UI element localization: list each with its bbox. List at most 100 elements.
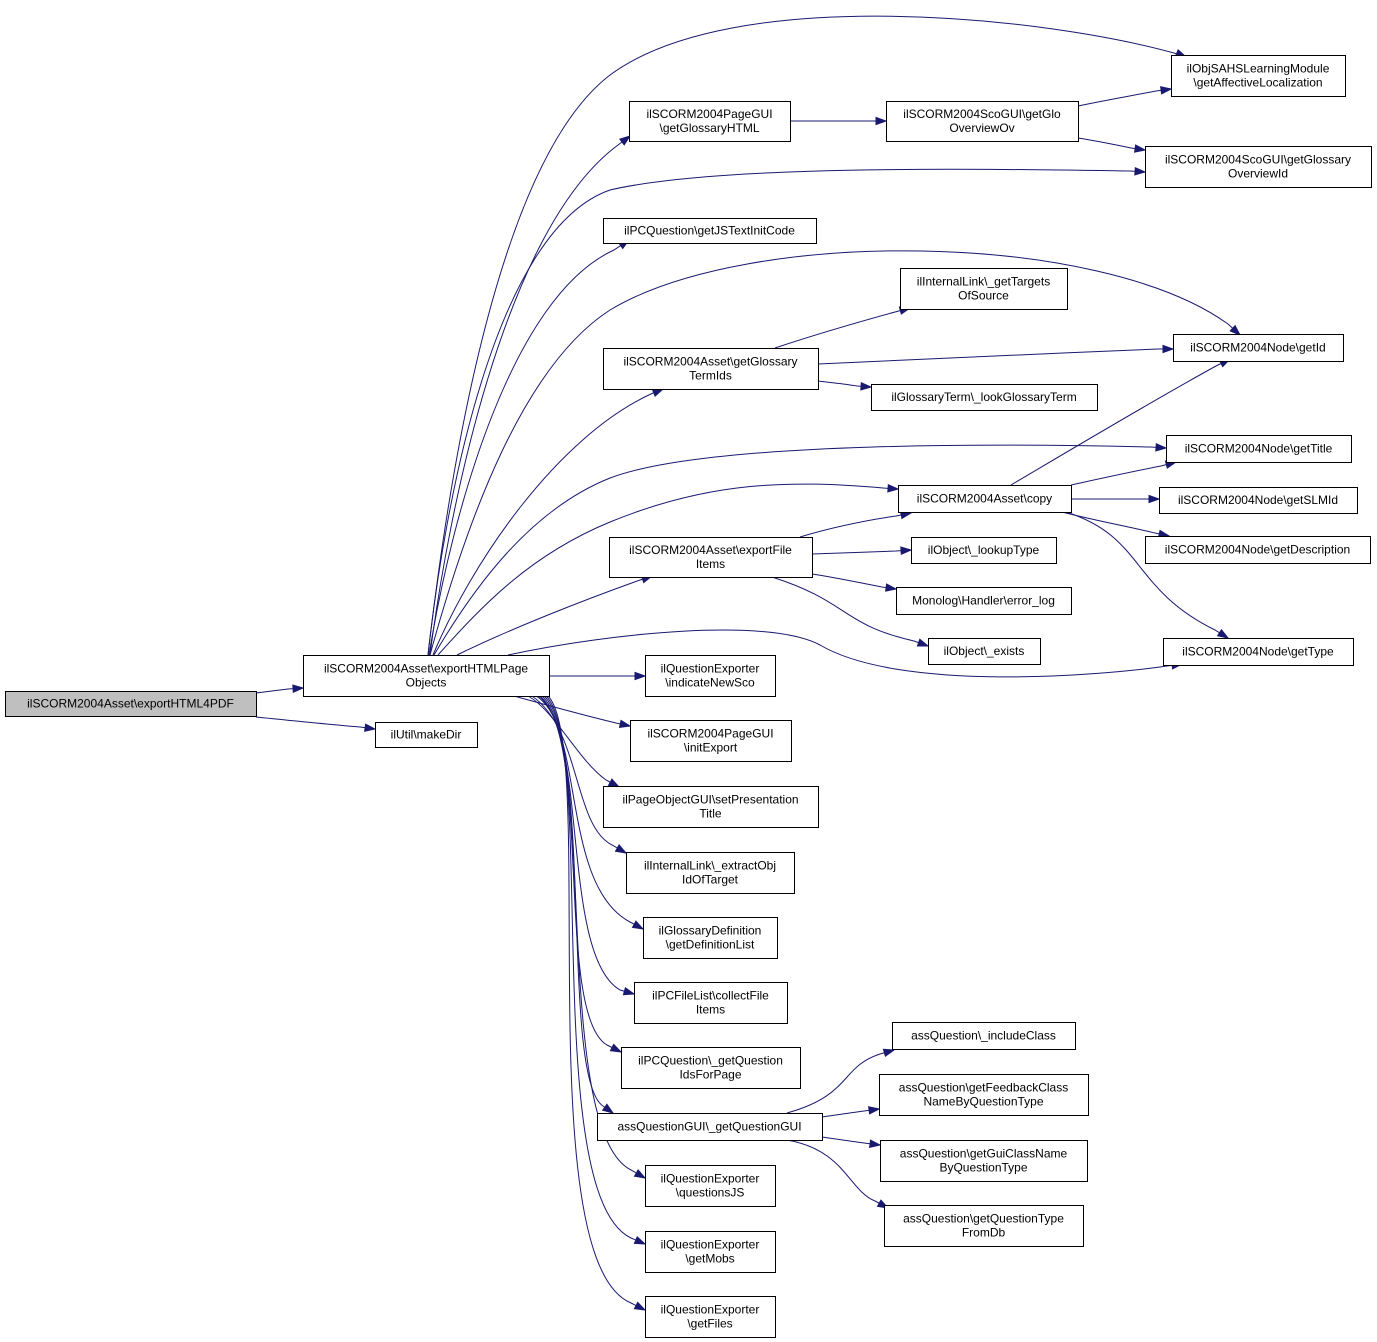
node-getSLMId[interactable]: ilSCORM2004Node\getSLMId bbox=[1159, 487, 1358, 514]
node-box bbox=[1173, 334, 1344, 362]
node-box bbox=[896, 587, 1072, 615]
node-label: ilSCORM2004Asset\exportHTML4PDF bbox=[27, 697, 234, 711]
node-lookGlossaryTerm[interactable]: ilGlossaryTerm\_lookGlossaryTerm bbox=[871, 384, 1098, 411]
node-label: ilSCORM2004PageGUI bbox=[647, 727, 773, 741]
edge-line bbox=[427, 168, 1146, 656]
edge-line bbox=[545, 695, 646, 1245]
node-label: ilGlossaryTerm\_lookGlossaryTerm bbox=[891, 390, 1076, 404]
node-box bbox=[629, 101, 791, 142]
edge-getGlossaryTermIds-to-lookGlossaryTerm bbox=[817, 380, 873, 391]
node-lookupType[interactable]: ilObject\_lookupType bbox=[911, 537, 1057, 564]
edge-line bbox=[541, 695, 614, 1114]
node-label: ilPageObjectGUI\setPresentation bbox=[622, 793, 798, 807]
node-questionsJS[interactable]: ilQuestionExporter\questionsJS bbox=[645, 1165, 776, 1207]
edge-exportHTMLPageObjects-to-extractObjIdOfTarget bbox=[531, 695, 628, 854]
node-label: ilSCORM2004Node\getTitle bbox=[1185, 442, 1333, 456]
edge-line bbox=[821, 1108, 880, 1118]
node-getTitle[interactable]: ilSCORM2004Node\getTitle bbox=[1166, 435, 1352, 463]
edge-line bbox=[527, 695, 620, 788]
node-getAffectiveLocalization[interactable]: ilObjSAHSLearningModule\getAffectiveLoca… bbox=[1171, 55, 1346, 97]
node-box bbox=[911, 537, 1057, 564]
node-box bbox=[645, 1296, 776, 1338]
node-getDefinitionList[interactable]: ilGlossaryDefinition\getDefinitionList bbox=[643, 917, 778, 959]
node-box bbox=[898, 485, 1072, 513]
node-makeDir[interactable]: ilUtil\makeDir bbox=[375, 722, 478, 748]
node-label: assQuestionGUI\_getQuestionGUI bbox=[617, 1120, 801, 1134]
node-label: ilPCQuestion\_getQuestion bbox=[638, 1054, 783, 1068]
node-exists[interactable]: ilObject\_exists bbox=[928, 638, 1041, 665]
node-box bbox=[884, 1205, 1084, 1247]
edge-line bbox=[432, 388, 664, 656]
node-box bbox=[1145, 146, 1372, 188]
edge-exportFileItems-to-exists bbox=[771, 576, 930, 647]
node-box bbox=[1163, 638, 1354, 666]
edge-line bbox=[1065, 511, 1229, 639]
node-getDescription[interactable]: ilSCORM2004Node\getDescription bbox=[1145, 536, 1371, 564]
arrowhead bbox=[868, 1106, 881, 1115]
edge-line bbox=[817, 348, 1173, 365]
node-label: \questionsJS bbox=[676, 1186, 745, 1200]
node-getGuiClassName[interactable]: assQuestion\getGuiClassNameByQuestionTyp… bbox=[880, 1140, 1088, 1182]
edge-line bbox=[811, 573, 897, 590]
node-indicateNewSco[interactable]: ilQuestionExporter\indicateNewSco bbox=[645, 655, 776, 697]
node-getType[interactable]: ilSCORM2004Node\getType bbox=[1163, 638, 1354, 666]
node-errorLog[interactable]: Monolog\Handler\error_log bbox=[896, 587, 1072, 615]
node-label: \initExport bbox=[684, 741, 738, 755]
node-label: ilGlossaryDefinition bbox=[659, 924, 762, 938]
node-label: ilSCORM2004Node\getDescription bbox=[1165, 543, 1350, 557]
node-getFiles[interactable]: ilQuestionExporter\getFiles bbox=[645, 1296, 776, 1338]
node-label: ilSCORM2004Node\getId bbox=[1190, 341, 1325, 355]
node-box bbox=[634, 982, 788, 1024]
edge-line bbox=[1070, 461, 1177, 486]
node-label: \getAffectiveLocalization bbox=[1193, 76, 1322, 90]
node-label: ilQuestionExporter bbox=[661, 1238, 760, 1252]
edge-line bbox=[771, 576, 929, 647]
edge-getGlossaryTermIds-to-getTargetsOfSource bbox=[774, 306, 912, 349]
node-label: Items bbox=[696, 1003, 725, 1017]
arrowhead bbox=[1216, 628, 1230, 639]
node-includeClass[interactable]: assQuestion\_includeClass bbox=[892, 1022, 1076, 1050]
arrowhead bbox=[869, 1139, 882, 1148]
node-label: ilPCFileList\collectFile bbox=[652, 989, 769, 1003]
node-label: ilObject\_exists bbox=[944, 644, 1025, 658]
node-getQuestionGUI[interactable]: assQuestionGUI\_getQuestionGUI bbox=[597, 1113, 823, 1141]
edge-copy-to-getTitle bbox=[1070, 460, 1178, 486]
nodes-layer: ilSCORM2004Asset\exportHTML4PDF ilSCORM20… bbox=[5, 55, 1372, 1338]
edge-line bbox=[1010, 358, 1231, 486]
edge-line bbox=[799, 512, 912, 538]
node-getFeedbackClassName[interactable]: assQuestion\getFeedbackClassNameByQuesti… bbox=[879, 1074, 1089, 1116]
node-initExport[interactable]: ilSCORM2004PageGUI\initExport bbox=[630, 720, 792, 762]
node-copy[interactable]: ilSCORM2004Asset\copy bbox=[898, 485, 1072, 513]
node-box bbox=[643, 917, 778, 959]
node-box bbox=[645, 1231, 776, 1273]
edge-exportHTMLPageObjects-to-getFiles bbox=[547, 695, 647, 1311]
arrowhead bbox=[364, 723, 377, 732]
node-box bbox=[892, 1022, 1076, 1050]
arrowhead bbox=[607, 778, 621, 788]
node-label: NameByQuestionType bbox=[923, 1095, 1043, 1109]
edge-exportFileItems-to-copy bbox=[799, 510, 913, 538]
node-label: ilInternalLink\_extractObj bbox=[644, 859, 776, 873]
node-getGlossaryHTML[interactable]: ilSCORM2004PageGUI\getGlossaryHTML bbox=[629, 101, 791, 142]
node-label: \indicateNewSco bbox=[665, 676, 755, 690]
edge-line bbox=[429, 135, 631, 656]
edge-line bbox=[433, 444, 1167, 656]
node-getMobs[interactable]: ilQuestionExporter\getMobs bbox=[645, 1231, 776, 1273]
node-getJSTextInitCode[interactable]: ilPCQuestion\getJSTextInitCode bbox=[603, 218, 817, 244]
node-getId[interactable]: ilSCORM2004Node\getId bbox=[1173, 334, 1344, 362]
edge-getQuestionGUI-to-includeClass bbox=[786, 1048, 896, 1114]
edge-line bbox=[811, 549, 912, 555]
node-label: IdsForPage bbox=[679, 1068, 741, 1082]
node-root[interactable]: ilSCORM2004Asset\exportHTML4PDF bbox=[5, 691, 257, 717]
